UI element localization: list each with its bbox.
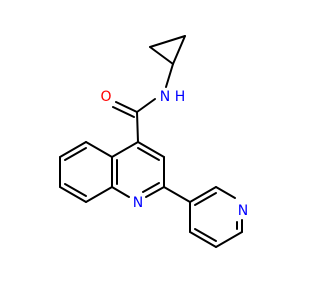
bond-carbonyl-double [112, 106, 135, 118]
bond-layer [59, 35, 243, 248]
bond-c2-pyridyl [163, 186, 191, 203]
molecule-structure: O N H N N [59, 35, 248, 248]
bond-ch-nh [165, 63, 174, 88]
bond-n1-c2-inner [142, 182, 160, 193]
amide-hydrogen-label: H [175, 89, 186, 105]
amide-nitrogen-label: N [160, 89, 170, 105]
oxygen-atom-label: O [100, 89, 111, 105]
bond-pyr-c3-c2-inner [194, 192, 217, 206]
bond-c8-c8a [85, 186, 113, 203]
atom-label-layer: O N H N N [100, 89, 248, 219]
bond-carbonyl-c4 [136, 111, 139, 143]
bond-c4a-c5 [85, 141, 113, 158]
bond-cyclopropyl [172, 35, 186, 65]
bond-pyr-c2-n [215, 186, 236, 199]
quinoline-nitrogen-label: N [133, 195, 143, 211]
bond-c3-c4 [137, 141, 165, 158]
bond-c5-c6-inner [64, 147, 87, 161]
bond-cyclopropyl [149, 35, 186, 48]
pyridine-nitrogen-label: N [238, 203, 248, 219]
bond-c3-c4-inner [137, 147, 160, 161]
bond-pyr-c5-c4 [189, 231, 217, 248]
bond-cyclopropyl [149, 46, 174, 65]
bond-nh-carbonyl [136, 98, 156, 113]
bond-c7-c8 [59, 186, 87, 203]
bond-c4-c4a [111, 141, 139, 158]
bond-pyr-c5-c4-inner [194, 228, 217, 242]
bond-pyr-c6-c5 [215, 231, 243, 248]
bond-pyr-c3-c2 [189, 186, 217, 203]
bond-carbonyl-double [115, 101, 138, 113]
bond-n1-c2 [145, 186, 165, 198]
bond-c5-c6 [59, 141, 87, 158]
bond-c8a-n1 [111, 186, 130, 198]
bond-c7-c8-inner [64, 183, 87, 197]
